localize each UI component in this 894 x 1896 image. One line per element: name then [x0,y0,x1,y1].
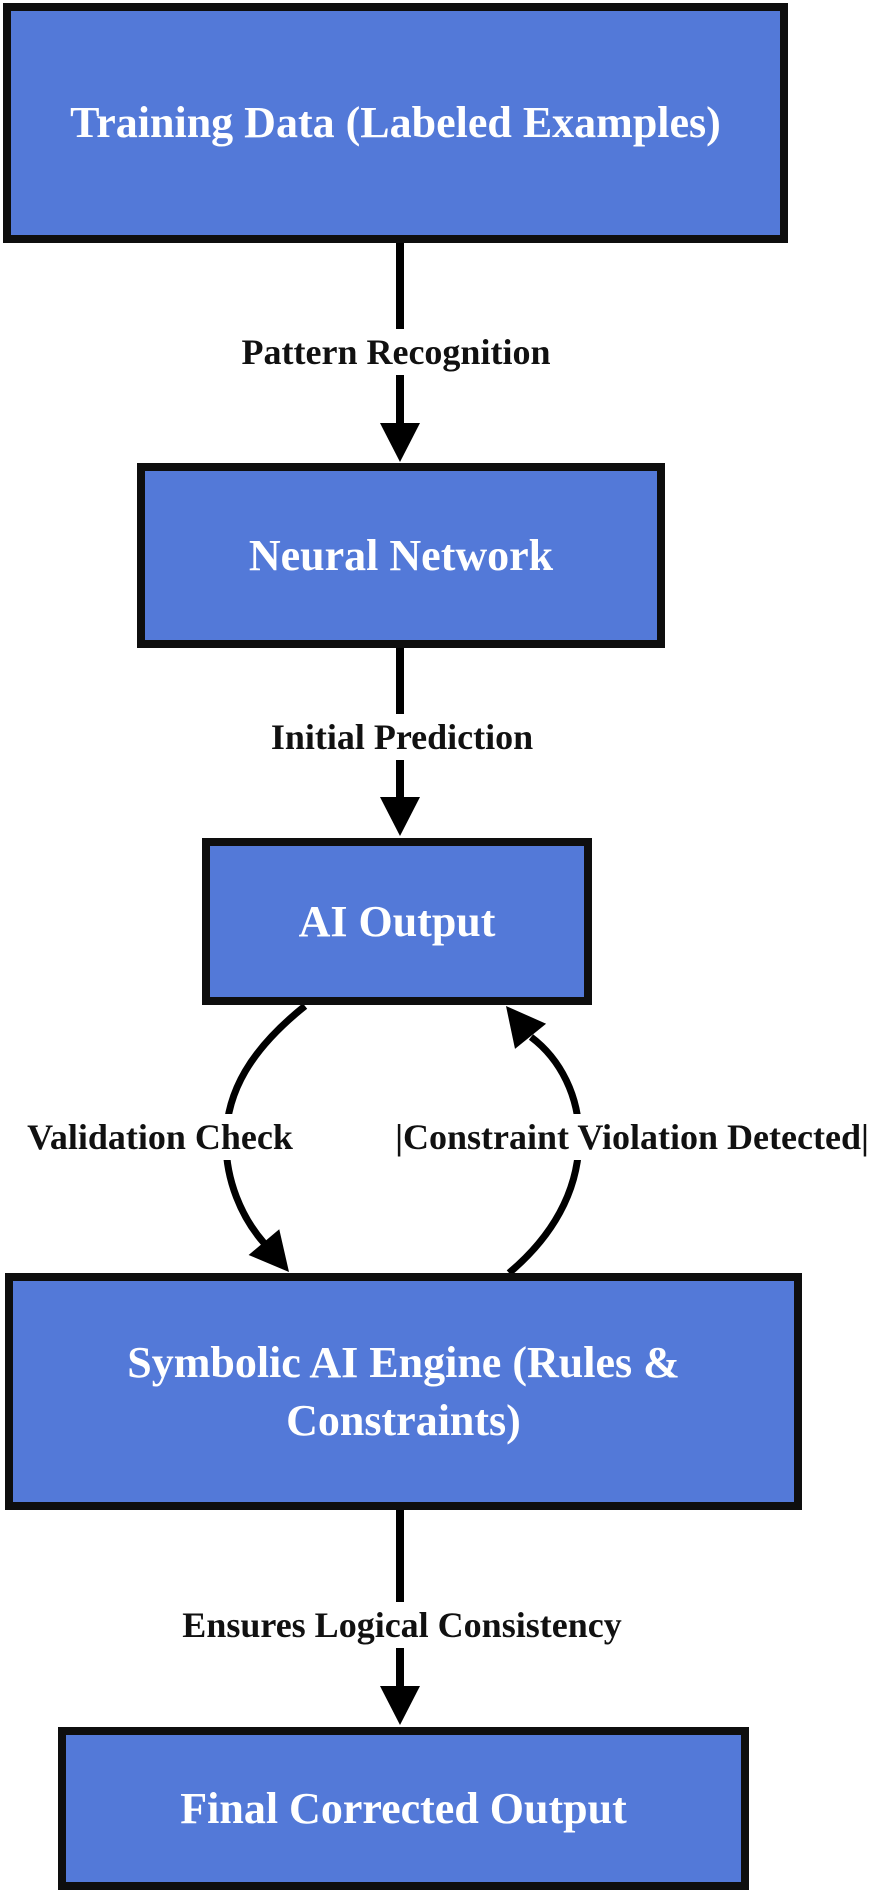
node-ai-output: AI Output [202,838,592,1005]
edge-label-ensures-logical-consistency: Ensures Logical Consistency [174,1602,630,1648]
node-final-output: Final Corrected Output [58,1727,749,1890]
arrowhead-upleft-icon [506,1006,547,1049]
edge-label-validation-check: Validation Check [19,1114,301,1160]
edge-label-initial-prediction: Initial Prediction [262,714,542,760]
arrow-symbolic-to-final [380,1510,420,1725]
node-label: Training Data (Labeled Examples) [70,98,721,148]
arrowhead-downright-icon [248,1229,289,1272]
arrowhead-down-icon [380,1686,420,1725]
node-neural-network: Neural Network [137,463,665,648]
edge-label-pattern-recognition: Pattern Recognition [233,329,559,375]
node-symbolic-engine: Symbolic AI Engine (Rules & Constraints) [5,1273,802,1510]
node-label: Neural Network [248,530,554,580]
node-label: AI Output [298,896,496,946]
arrowhead-down-icon [380,423,420,462]
edge-label-constraint-violation-detected: |Constraint Violation Detected| [387,1114,877,1160]
node-label: Final Corrected Output [180,1783,627,1833]
node-label: Symbolic AI Engine (Rules & Constraints) [127,1338,680,1445]
node-training-data: Training Data (Labeled Examples) [3,3,788,243]
arrowhead-down-icon [380,797,420,836]
